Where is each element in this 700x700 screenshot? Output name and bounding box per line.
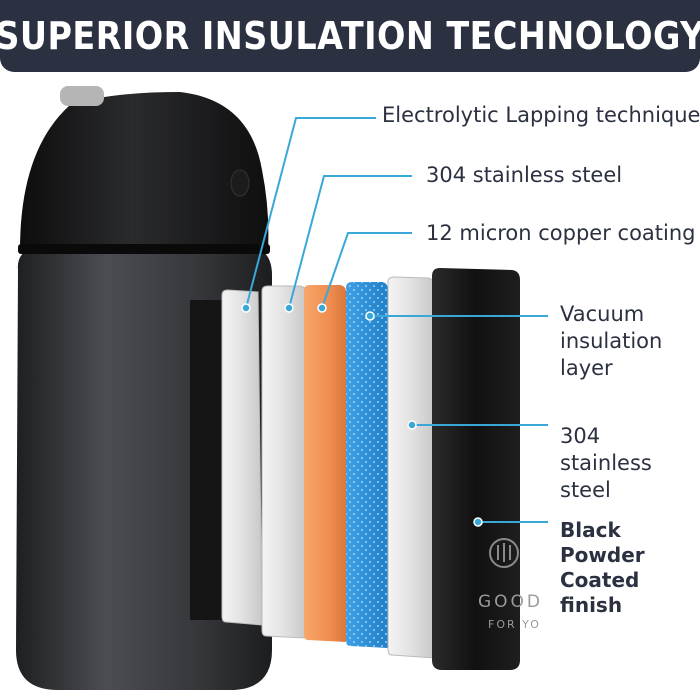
layer-panel-6 (432, 268, 520, 670)
layer-panel-1 (221, 289, 263, 626)
lid-latch (60, 86, 104, 106)
leader-dot-1 (241, 303, 251, 313)
label-stainless-steel-inner: 304 stainless steel (426, 163, 623, 187)
leader-line-1 (245, 117, 376, 309)
layer-panel-4 (346, 282, 388, 648)
brand-tagline: FOR YO (488, 618, 541, 631)
label-black-powder-coated: Black Powder Coated finish (560, 518, 645, 617)
layer-panel-5 (387, 276, 435, 659)
leader-dot-6 (473, 517, 483, 527)
label-stainless-steel-outer: 304 stainless steel (560, 424, 652, 502)
leader-dot-3 (317, 303, 327, 313)
leader-dot-2 (284, 303, 294, 313)
leader-dots (241, 303, 483, 527)
label-electrolytic-lapping: Electrolytic Lapping techniques (382, 103, 700, 127)
leader-lines (245, 117, 548, 523)
banner-title: SUPERIOR INSULATION TECHNOLOGY (0, 14, 700, 58)
leader-line-3 (321, 232, 412, 309)
label-copper-coating: 12 micron copper coating (426, 221, 696, 245)
layer-panel-2 (261, 285, 307, 639)
brand-name: GOOD (478, 592, 543, 612)
leader-dot-4 (365, 311, 375, 321)
title-banner: SUPERIOR INSULATION TECHNOLOGY (0, 0, 700, 72)
label-vacuum-insulation: Vacuum insulation layer (560, 302, 663, 380)
container-lid (18, 86, 270, 254)
leader-line-2 (288, 175, 412, 309)
layer-panel-3 (304, 285, 346, 642)
leader-dot-5 (407, 420, 417, 430)
brand-logo-icon (489, 538, 519, 568)
